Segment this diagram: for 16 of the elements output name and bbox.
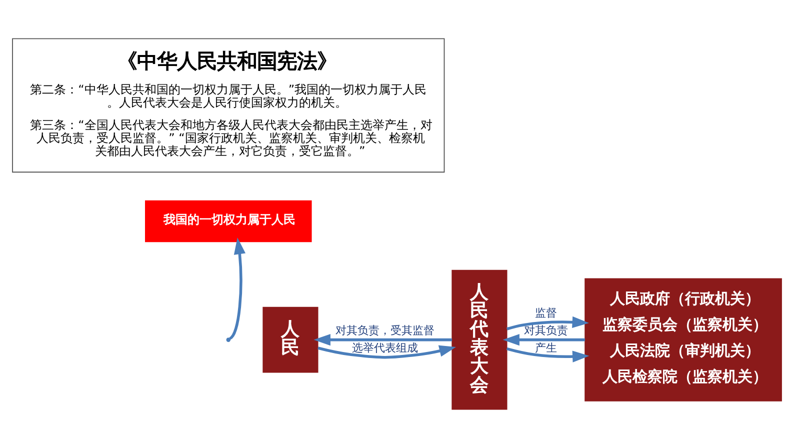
node-box: 人民政府（行政机关） 监察委员会（监察机关） 人民法院（审判机关） 人民检察院（监察机关） bbox=[584, 278, 782, 401]
arrow bbox=[228, 237, 246, 340]
node-box: 《中华人民共和国宪法》 第二条：“中华人民共和国的一切权力属于人民。”我国的一切权力属于人民。人民代表大会是人民行使国家权力的机关。 第三条：“全国人民代表大会和地方各级人民代表大会都由民主选举产生，对人民负责，受人民监督。” “国家行政机关、监察机关、审判机关、检察机关都由人民代表大会产生，对它负责，受它监督。” bbox=[12, 38, 445, 172]
edge-label: 选举代表组成 bbox=[352, 340, 418, 354]
edge-label: 对其负责，受其监督 bbox=[335, 323, 434, 336]
edge-label: 产生 bbox=[534, 340, 557, 354]
arrow bbox=[502, 333, 585, 346]
node-box: 人民代表大会 bbox=[452, 269, 508, 410]
arrow bbox=[506, 316, 590, 330]
node-box: 我国的一切权力属于人民 bbox=[145, 200, 312, 242]
edge-label: 对其负责 bbox=[524, 323, 568, 336]
arrow bbox=[506, 346, 590, 362]
edge-label: 监督 bbox=[534, 306, 557, 319]
arrow bbox=[318, 344, 456, 358]
node-box: 人民 bbox=[262, 306, 318, 372]
arrow bbox=[314, 333, 452, 346]
